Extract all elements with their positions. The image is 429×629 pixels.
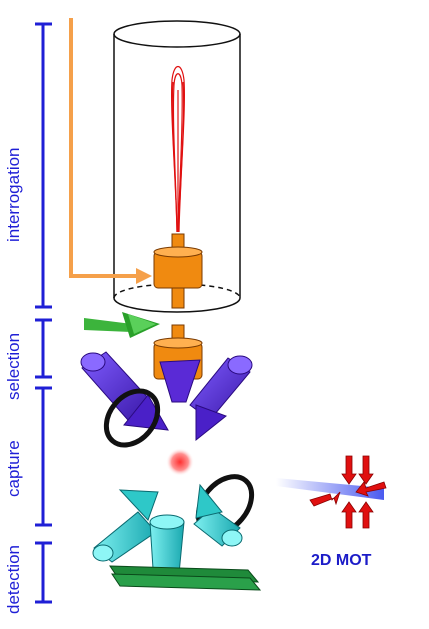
orange-beam-arrow	[69, 18, 152, 284]
capture-lasers-upper	[80, 351, 253, 442]
mot-label: 2D MOT	[311, 552, 372, 569]
interrogation-cavity	[153, 233, 203, 309]
atom-cloud	[166, 448, 194, 476]
section-scale	[35, 22, 52, 604]
label-selection: selection	[4, 332, 23, 400]
vacuum-cylinder	[113, 20, 241, 313]
mot-2d	[276, 455, 387, 529]
detection-lasers	[92, 483, 243, 585]
label-capture: capture	[4, 440, 23, 497]
label-interrogation: interrogation	[4, 147, 23, 242]
atom-trajectory	[170, 65, 186, 233]
label-detection: detection	[4, 545, 23, 614]
detector-plates	[109, 565, 262, 591]
selection-beam	[84, 312, 160, 338]
